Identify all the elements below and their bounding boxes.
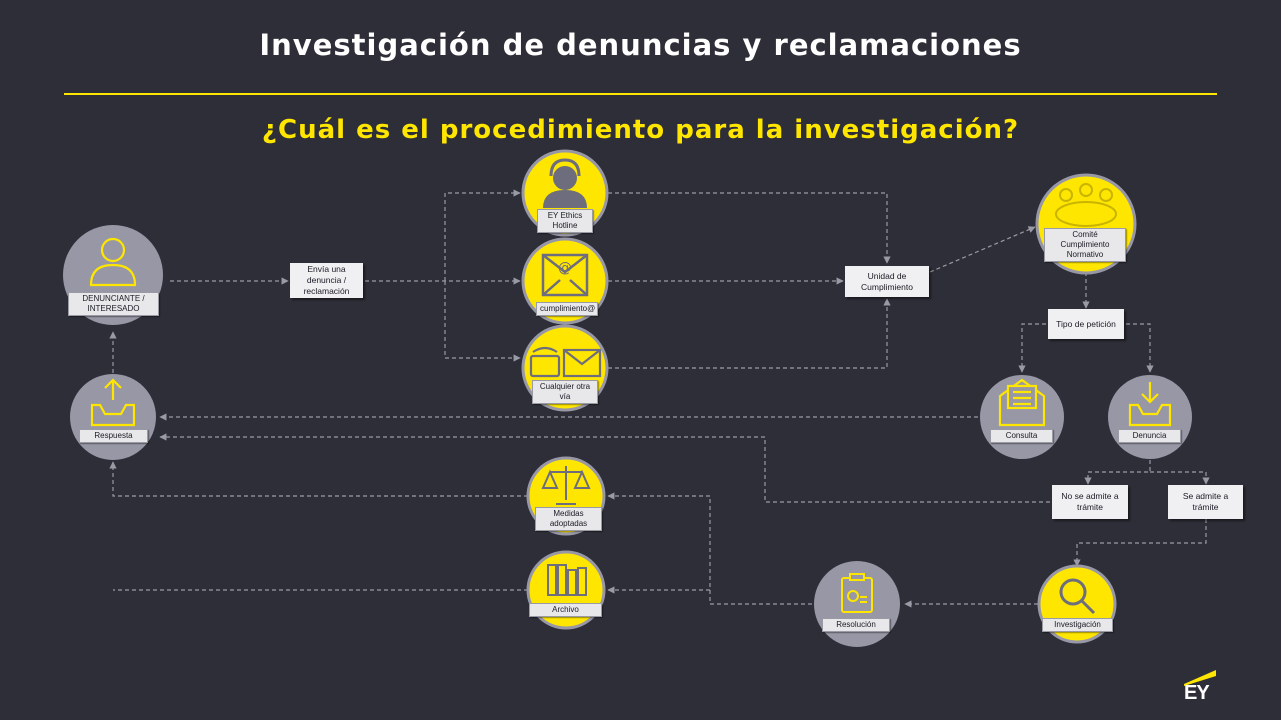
label-investigacion: Investigación bbox=[1042, 618, 1113, 632]
meeting-table-icon bbox=[1055, 183, 1117, 227]
page-title: Investigación de denuncias y reclamacion… bbox=[259, 28, 1022, 62]
node-denuncia bbox=[1108, 375, 1192, 459]
open-letter-icon bbox=[998, 378, 1046, 427]
certificate-icon bbox=[841, 573, 873, 613]
label-medidas: Medidas adoptadas bbox=[535, 507, 602, 531]
arrow-otra-unidad bbox=[608, 298, 891, 369]
label-comite: Comité Cumplimiento Normativo bbox=[1044, 228, 1126, 262]
arrow-noadmite-respuesta bbox=[159, 433, 1050, 503]
headset-agent-icon bbox=[543, 158, 587, 208]
arrow-split-otra bbox=[444, 281, 521, 362]
label-hotline: EY Ethics Hotline bbox=[537, 209, 593, 233]
node-resolucion bbox=[814, 561, 900, 647]
magnifier-icon bbox=[1059, 578, 1096, 615]
title-divider bbox=[64, 93, 1217, 95]
ey-logo-icon bbox=[1184, 670, 1216, 686]
box-envia-denuncia: Envía una denuncia / reclamación bbox=[290, 263, 363, 298]
phone-mail-icon bbox=[529, 346, 602, 378]
box-unidad-cumplimiento: Unidad de Cumplimiento bbox=[845, 266, 929, 297]
label-otra-via: Cualquier otra vía bbox=[532, 380, 598, 404]
arrow-tipo-consulta bbox=[1018, 323, 1046, 373]
label-archivo: Archivo bbox=[529, 603, 602, 617]
label-consulta: Consulta bbox=[990, 429, 1053, 443]
inbox-upload-icon bbox=[90, 378, 136, 427]
ey-logo-text: EY bbox=[1184, 682, 1210, 704]
arrow-split-hotline bbox=[444, 189, 521, 281]
scales-icon bbox=[541, 466, 591, 505]
arrow-resolucion-medidas bbox=[607, 492, 812, 605]
label-denuncia: Denuncia bbox=[1118, 429, 1181, 443]
node-consulta bbox=[980, 375, 1064, 459]
svg-text:@: @ bbox=[558, 260, 572, 276]
person-icon bbox=[89, 237, 137, 287]
arrow-medidas-respuesta bbox=[109, 461, 528, 497]
email-envelope-icon: @ bbox=[541, 253, 589, 297]
arrow-tipo-denuncia bbox=[1126, 323, 1154, 373]
label-resolucion: Resolución bbox=[822, 618, 890, 632]
box-se-admite: Se admite a trámite bbox=[1168, 485, 1243, 519]
arrow-hotline-unidad bbox=[608, 192, 891, 264]
box-tipo-peticion: Tipo de petición bbox=[1048, 309, 1124, 339]
label-email: cumplimiento@ bbox=[536, 302, 598, 316]
connector-lines bbox=[109, 189, 1210, 608]
node-respuesta bbox=[70, 374, 156, 460]
box-no-se-admite: No se admite a trámite bbox=[1052, 485, 1128, 519]
arrow-seadmite-investigacion bbox=[1073, 519, 1207, 567]
inbox-download-icon bbox=[1128, 382, 1172, 427]
arrow-denuncia-split-right bbox=[1150, 471, 1210, 485]
label-denunciante: DENUNCIANTE / INTERESADO bbox=[68, 292, 159, 316]
arrow-unidad-comite bbox=[929, 226, 1036, 273]
label-respuesta: Respuesta bbox=[79, 429, 148, 443]
archive-binders-icon bbox=[547, 564, 587, 596]
arrow-denuncia-split bbox=[1084, 460, 1151, 485]
page-subtitle: ¿Cuál es el procedimiento para la invest… bbox=[261, 115, 1020, 145]
